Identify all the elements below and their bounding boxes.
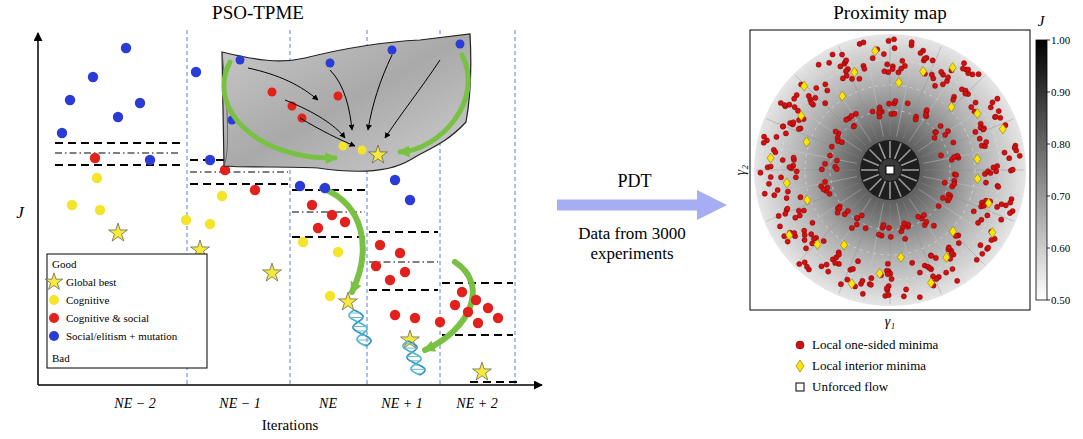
search-surface — [222, 34, 471, 171]
colorbar-label: J — [1038, 13, 1045, 30]
legend-swatch — [47, 329, 61, 343]
legend-swatch — [47, 293, 61, 307]
legend-swatch — [47, 275, 61, 289]
panel-title: Proximity map — [728, 2, 1052, 24]
legend-swatch — [793, 380, 807, 394]
legend-text: Cognitive — [66, 294, 109, 306]
tick-label: NE − 2 — [114, 396, 155, 412]
colorbar-tick: 0.80 — [1051, 138, 1070, 151]
tick-label: NE − 1 — [219, 396, 260, 412]
panel-title: PSO-TPME — [5, 2, 511, 24]
axis-label: γ₂ — [733, 165, 749, 175]
legend-swatch — [793, 359, 807, 373]
legend-text: Cognitive & social — [66, 312, 149, 324]
legend-swatch — [793, 338, 807, 352]
legend-heading: Good — [52, 258, 76, 271]
arrow-note: Data from 3000 experiments — [557, 224, 707, 263]
axis-label: Iterations — [262, 417, 319, 434]
colorbar-tick: 0.50 — [1051, 294, 1070, 307]
tick-label: NE + 1 — [381, 396, 422, 412]
axis-label: γ₁ — [885, 314, 895, 330]
legend-swatch — [47, 311, 61, 325]
legend-text: Local interior minima — [812, 359, 926, 373]
colorbar-tick: 1.00 — [1051, 34, 1070, 47]
tick-label: NE + 2 — [456, 396, 497, 412]
tick-label: NE — [319, 396, 337, 412]
panel: PSO-TPME — [5, 0, 547, 439]
convergence-plot — [38, 30, 542, 385]
legend-text: Social/elitism + mutation — [66, 330, 177, 342]
edge-label: PDT — [617, 171, 651, 192]
legend-text: Local one-sided minima — [812, 338, 938, 352]
colorbar-tick: 0.70 — [1051, 190, 1070, 203]
legend-heading: Bad — [52, 352, 70, 365]
proximity-map — [750, 30, 1050, 310]
transform-arrow — [557, 200, 712, 211]
colorbar-tick: 0.60 — [1051, 242, 1070, 255]
colorbar-tick: 0.90 — [1051, 86, 1070, 99]
panel: Proximity map — [728, 0, 1080, 439]
legend-text: Unforced flow — [812, 380, 888, 394]
legend-text: Global best — [66, 276, 116, 288]
axis-label: J — [16, 203, 24, 223]
